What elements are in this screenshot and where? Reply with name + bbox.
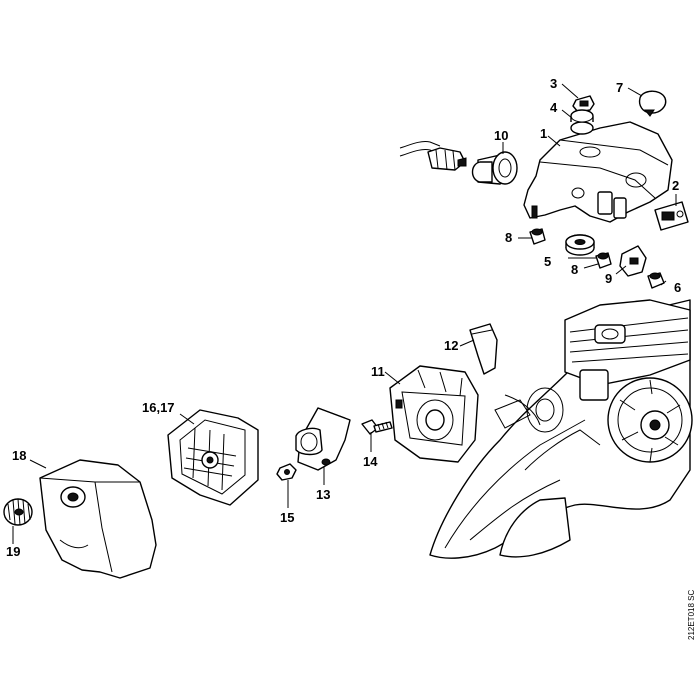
label-part-12: 12 bbox=[444, 338, 458, 353]
part-9-clip bbox=[619, 245, 647, 277]
part-2-bracket bbox=[654, 201, 689, 231]
label-part-14: 14 bbox=[363, 454, 378, 469]
part-labels: 1 2 3 4 5 6 7 8 8 9 10 11 12 13 14 15 16… bbox=[6, 76, 681, 559]
label-part-16-17: 16,17 bbox=[142, 400, 175, 415]
label-part-1: 1 bbox=[540, 126, 547, 141]
label-part-9: 9 bbox=[605, 271, 612, 286]
label-part-7: 7 bbox=[616, 80, 623, 95]
label-part-3: 3 bbox=[550, 76, 557, 91]
part-13-manifold bbox=[295, 407, 351, 471]
part-15-nut bbox=[276, 463, 297, 481]
part-16-17-air-filter bbox=[167, 409, 259, 506]
label-part-4: 4 bbox=[550, 100, 558, 115]
part-4-grommet bbox=[570, 109, 594, 135]
part-14-bolt bbox=[361, 419, 393, 435]
fuel-line bbox=[399, 141, 467, 171]
part-7-knob bbox=[638, 90, 667, 117]
part-5-bushing bbox=[565, 234, 595, 256]
part-3-nut bbox=[572, 95, 595, 113]
part-6-plug bbox=[647, 272, 665, 289]
label-part-8-second: 8 bbox=[571, 262, 578, 277]
leader-lines bbox=[12, 83, 677, 544]
label-part-10: 10 bbox=[494, 128, 508, 143]
label-part-19: 19 bbox=[6, 544, 20, 559]
label-part-2: 2 bbox=[672, 178, 679, 193]
label-part-18: 18 bbox=[12, 448, 26, 463]
part-8-grommet-b bbox=[595, 252, 612, 269]
part-1-shroud bbox=[523, 121, 673, 223]
label-part-13: 13 bbox=[316, 487, 330, 502]
part-8-grommet-a bbox=[529, 228, 546, 245]
label-part-5: 5 bbox=[544, 254, 551, 269]
label-part-6: 6 bbox=[674, 280, 681, 295]
label-part-15: 15 bbox=[280, 510, 294, 525]
part-10-fitting bbox=[471, 151, 518, 185]
label-part-8-first: 8 bbox=[505, 230, 512, 245]
part-18-cover bbox=[39, 459, 157, 579]
part-19-knob bbox=[3, 498, 33, 526]
engine-cylinder bbox=[564, 299, 691, 401]
part-11-baffle bbox=[389, 365, 479, 463]
part-12-cover bbox=[469, 323, 498, 375]
label-part-11: 11 bbox=[371, 364, 385, 379]
reference-code: 212ET018 SC bbox=[687, 590, 696, 640]
flywheel bbox=[607, 377, 693, 463]
